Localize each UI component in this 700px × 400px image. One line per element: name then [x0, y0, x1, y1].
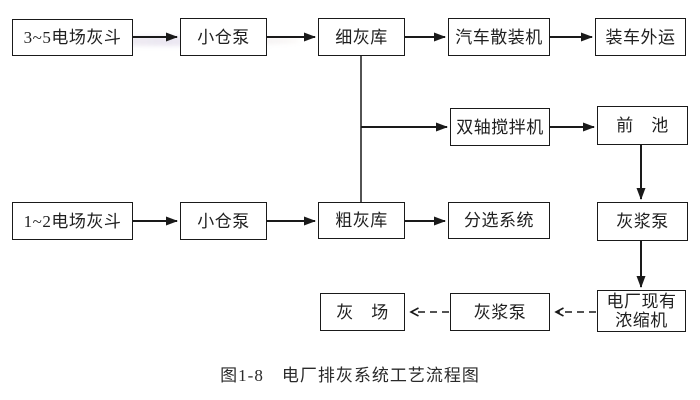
node-slurry-pump-right: 灰浆泵 [597, 202, 688, 241]
node-label: 小仓泵 [197, 211, 250, 231]
node-label: 电厂现有 浓缩机 [606, 292, 677, 330]
node-silo-pump-bottom: 小仓泵 [180, 202, 267, 240]
node-slurry-pump-middle: 灰浆泵 [450, 293, 550, 331]
node-label: 灰浆泵 [616, 212, 669, 231]
node-ash-hopper-3-5: 3~5电场灰斗 [12, 19, 133, 56]
node-truck-bulk-loader: 汽车散装机 [448, 18, 550, 56]
node-forebay: 前 池 [597, 106, 688, 145]
node-label: 灰 场 [336, 302, 389, 322]
node-label: 细灰库 [335, 27, 388, 47]
node-fine-ash-silo: 细灰库 [318, 18, 405, 56]
node-load-transport-out: 装车外运 [595, 18, 686, 56]
node-existing-thickener: 电厂现有 浓缩机 [597, 290, 686, 332]
node-label: 汽车散装机 [455, 27, 543, 47]
node-label: 分选系统 [464, 211, 534, 230]
node-sorting-system: 分选系统 [448, 202, 550, 239]
node-label: 3~5电场灰斗 [23, 28, 122, 47]
node-ash-hopper-1-2: 1~2电场灰斗 [12, 202, 133, 240]
node-label: 灰浆泵 [473, 302, 527, 322]
node-silo-pump-top: 小仓泵 [180, 18, 267, 56]
node-label: 小仓泵 [197, 27, 250, 47]
node-label: 1~2电场灰斗 [23, 211, 122, 231]
figure-caption: 图1-8 电厂排灰系统工艺流程图 [220, 366, 480, 385]
node-ash-yard: 灰 场 [320, 293, 405, 331]
node-label: 粗灰库 [335, 211, 388, 230]
node-dual-shaft-mixer: 双轴搅拌机 [450, 108, 550, 146]
node-label: 双轴搅拌机 [456, 117, 544, 137]
node-coarse-ash-silo: 粗灰库 [318, 202, 405, 239]
node-label: 前 池 [616, 116, 669, 135]
node-label: 装车外运 [605, 27, 676, 47]
